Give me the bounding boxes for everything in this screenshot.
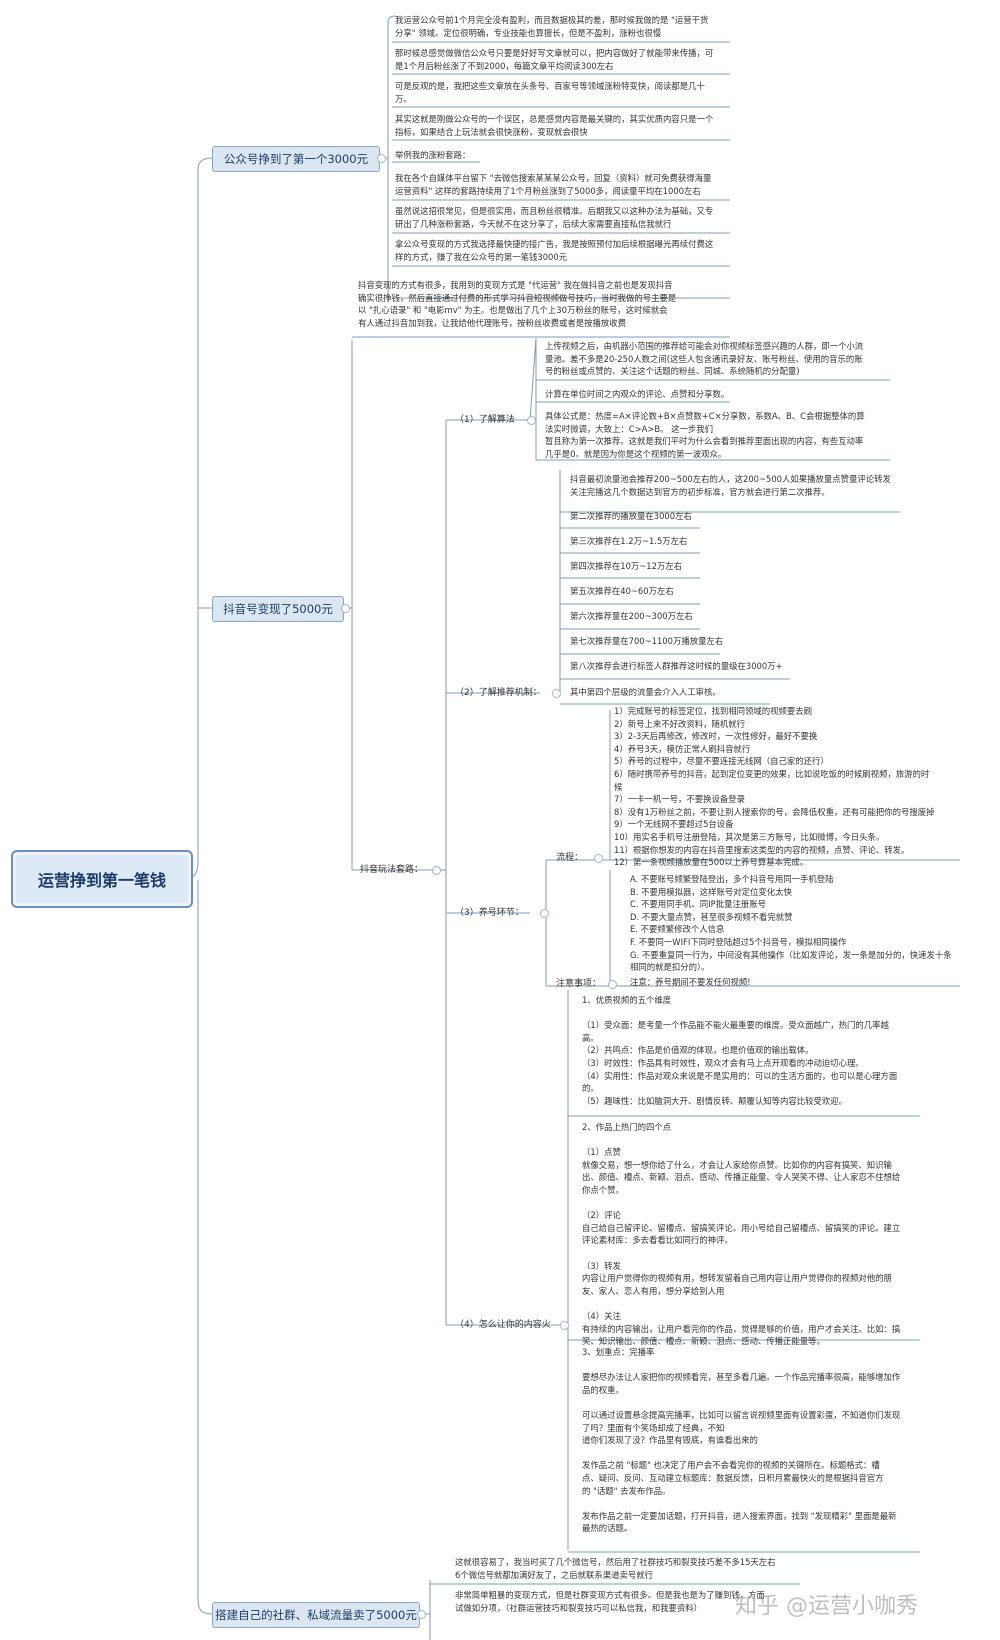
s1-item-1: 上传视频之后，由机器小范围的推荐给可能会对你视频标签感兴趣的人群，即一个小流 量…: [545, 341, 864, 377]
s2-item-4: 第四次推荐在10万~12万左右: [570, 561, 683, 571]
s3-flow-list: 1）完成账号的标签定位，找到相同领域的视频要去刷 2）新号上来不好改资料，随机就…: [614, 706, 935, 868]
s2-item-1: 抖音最初流量池会推荐200~500左右的人，这200~500人如果播放量点赞量评…: [570, 474, 891, 497]
s4-focus: 3、划重点：完播率 要想尽办法让人家把你的视频看完，甚至多看几遍。一个作品完播率…: [582, 1347, 901, 1534]
wechat-note-6: 我在各个自媒体平台留下 "去微信搜索某某某公众号，回复（资料）就可免费获得海量 …: [395, 173, 712, 196]
wechat-note-5: 举例我的涨粉套路：: [395, 150, 471, 160]
wechat-note-2: 那时候总感觉做微信公众号只要是好好写文章就可以，把内容做好了就能带来传播，可 是…: [395, 48, 714, 71]
root-node[interactable]: 运营挣到第一笔钱: [11, 850, 193, 908]
collapse-dot[interactable]: [527, 416, 536, 425]
collapse-dot[interactable]: [540, 909, 549, 918]
s1-item-2: 计算在单位时间之内观众的评论、点赞和分享数。: [545, 389, 730, 399]
wechat-note-7: 虽然说这招很常见，但是很实用，而且粉丝很精准。后期我又以这种办法为基础，又专 研…: [395, 206, 714, 229]
s3-notes-last: 注意：养号期间不要发任何视频!: [630, 977, 751, 987]
s3-label[interactable]: （3）养号环节：: [455, 908, 524, 918]
collapse-dot[interactable]: [432, 866, 441, 875]
s2-item-8: 第八次推荐会进行标签人群推荐这时候的量级在3000万+: [570, 661, 783, 671]
collapse-dot[interactable]: [552, 689, 561, 698]
collapse-dot[interactable]: [417, 1610, 426, 1619]
collapse-dot[interactable]: [594, 854, 603, 863]
s4-label[interactable]: （4）怎么让你的内容火: [455, 1320, 551, 1330]
s2-item-6: 第六次推荐量在200~300万左右: [570, 611, 693, 621]
s1-label[interactable]: （1）了解算法: [455, 415, 515, 425]
community-note-2: 非常简单粗暴的变现方式，但是社群变现方式有很多。但是我也是为了赚到钱，方面 试做…: [455, 1590, 765, 1613]
branch-douyin-5000[interactable]: 抖音号变现了5000元: [212, 596, 344, 622]
branch-wechat-3000[interactable]: 公众号挣到了第一个3000元: [212, 146, 380, 172]
douyin-intro: 抖音变现的方式有很多，我用到的变现方式是 "代运营" 我在做抖音之前也是发现抖音…: [358, 280, 677, 328]
s2-item-9: 其中第四个层级的流量会介入人工审核。: [570, 687, 721, 697]
collapse-dot[interactable]: [560, 1321, 569, 1330]
s3-notes-label[interactable]: 注意事项：: [556, 979, 602, 989]
s2-item-5: 第五次推荐在40~60万左右: [570, 586, 674, 596]
s3-notes-list: A. 不要账号频繁登陆登出，多个抖音号用同一手机登陆 B. 不要用模拟器，这样账…: [630, 874, 952, 973]
s2-item-7: 第七次推荐量在700~1100万播放量左右: [570, 636, 724, 646]
s3-flow-label[interactable]: 流程：: [556, 853, 584, 863]
s1-item-3: 具体公式是：热度=A×评论数+B×点赞数+C×分享数，系数A、B、C会根据整体的…: [545, 411, 865, 459]
wechat-note-1: 我运营公众号前1个月完全没有盈利，而且数据极其的差，那时候我做的是 "运营干货 …: [395, 15, 709, 38]
collapse-dot[interactable]: [341, 604, 350, 613]
s2-item-3: 第三次推荐在1.2万~1.5万左右: [570, 536, 688, 546]
collapse-dot[interactable]: [608, 980, 617, 989]
s2-item-2: 第二次推荐的播放量在3000左右: [570, 511, 692, 521]
s4-five-dimensions: 1、优质视频的五个维度 （1）受众面：是考量一个作品能不能火最重要的维度。受众面…: [582, 995, 898, 1106]
wechat-note-8: 拿公众号变现的方式我选择最快捷的接广告，我是按照预付加后续根据曝光再续付费这 样…: [395, 239, 714, 262]
s4-hot-points: 2、作品上热门的四个点 （1）点赞 就像交易，想一想你给了什么，才会让人家给你点…: [582, 1122, 901, 1347]
wechat-note-4: 其实这就是刚做公众号的一个误区，总是感觉内容是最关键的，其实优质内容只是一个 指…: [395, 114, 714, 137]
watermark: 知乎 @运营小咖秀: [735, 1594, 918, 1619]
douyin-play-label[interactable]: 抖音玩法套路：: [360, 865, 424, 875]
s2-label[interactable]: （2）了解推荐机制：: [455, 688, 542, 698]
wechat-note-3: 可是反观的是，我把这些文章放在头条号、百家号等领域涨粉特变快，阅读都是几十 万。: [395, 81, 705, 104]
community-note-1: 这就很容易了，我当时买了几个微信号，然后用了社群技巧和裂变技巧差不多15天左右 …: [455, 1557, 776, 1580]
collapse-dot[interactable]: [377, 154, 386, 163]
branch-community-5000[interactable]: 搭建自己的社群、私域流量卖了5000元: [212, 1602, 420, 1628]
